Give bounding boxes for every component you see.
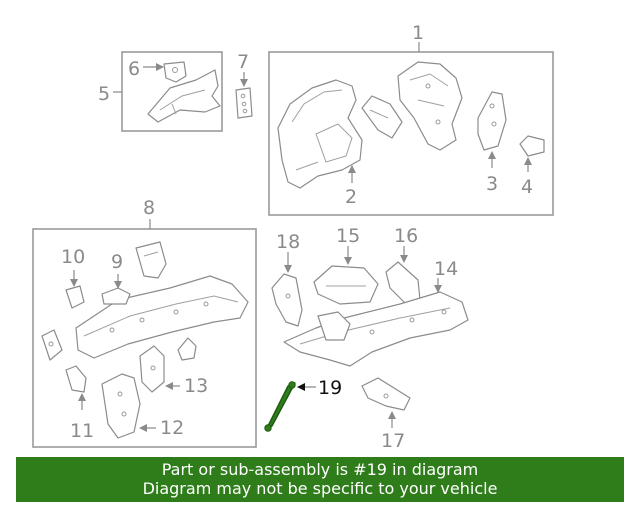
part-6-clip — [163, 61, 187, 83]
callout-18: 18 — [276, 231, 300, 253]
callout-17: 17 — [381, 430, 405, 452]
part-4-clip — [519, 135, 545, 157]
callout-4: 4 — [521, 176, 533, 198]
callout-13: 13 — [184, 375, 208, 397]
info-banner: Part or sub-assembly is #19 in diagram D… — [16, 457, 624, 502]
part-10-bracket — [65, 285, 85, 309]
part-5-bracket — [147, 69, 221, 123]
part-9-bracket — [101, 287, 131, 305]
part-3-reinforcement — [477, 91, 507, 151]
callout-6: 6 — [128, 58, 140, 80]
part-8-upper-bracket — [135, 241, 167, 279]
part-19-strut-highlighted[interactable] — [264, 381, 296, 432]
part-8-front-rail — [75, 275, 249, 359]
callout-9: 9 — [111, 251, 123, 273]
callout-2: 2 — [345, 186, 357, 208]
callout-19: 19 — [318, 377, 342, 399]
part-7-plate — [235, 87, 253, 119]
part-15-bracket — [313, 265, 379, 305]
callout-7: 7 — [237, 51, 249, 73]
part-12-plate — [101, 373, 141, 439]
part-17-bracket — [361, 377, 411, 411]
callout-16: 16 — [394, 225, 418, 247]
part-2-wheelhouse — [277, 79, 363, 189]
banner-line-2: Diagram may not be specific to your vehi… — [142, 479, 498, 498]
part-16-bracket — [385, 261, 421, 305]
part-apron-small — [361, 95, 403, 139]
part-11-bracket — [65, 365, 87, 393]
callout-14: 14 — [434, 258, 458, 280]
group-box-1 — [268, 51, 554, 216]
part-1-rail-upper — [397, 61, 463, 151]
callout-12: 12 — [160, 417, 184, 439]
part-13-plate — [139, 345, 165, 393]
callout-8: 8 — [143, 197, 155, 219]
group-box-8 — [32, 228, 257, 448]
banner-line-1: Part or sub-assembly is #19 in diagram — [161, 460, 479, 479]
part-14-rail-assembly — [283, 291, 469, 367]
callout-11: 11 — [70, 420, 94, 442]
callout-15: 15 — [336, 225, 360, 247]
callout-10: 10 — [61, 246, 85, 268]
callout-1: 1 — [412, 22, 424, 44]
callout-5: 5 — [98, 83, 110, 105]
part-bracket-small — [177, 337, 197, 361]
callout-3: 3 — [486, 173, 498, 195]
part-18-panel — [271, 273, 303, 327]
part-bracket-left — [41, 329, 63, 361]
